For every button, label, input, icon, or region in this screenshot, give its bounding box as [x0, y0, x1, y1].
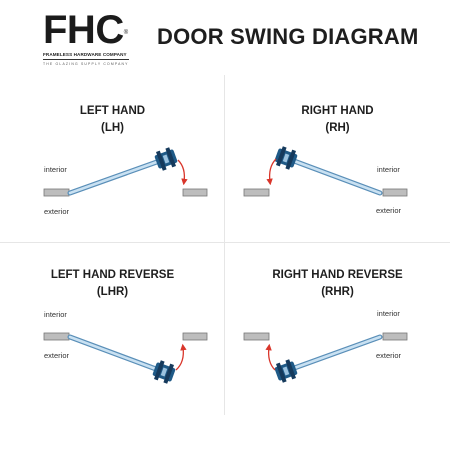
lh-exterior-label: exterior — [44, 207, 70, 216]
logo-subtagline: THE GLAZING SUPPLY COMPANY — [43, 62, 129, 66]
logo-mark: FHC® — [43, 8, 128, 52]
swing-arrow-icon — [265, 343, 276, 371]
horizontal-divider — [0, 242, 450, 243]
lh-interior-label: interior — [44, 165, 67, 174]
fhc-logo: FHC® FRAMELESS HARDWARE COMPANY THE GLAZ… — [43, 10, 143, 66]
wall-jamb-icon — [43, 188, 70, 197]
swing-arrow-icon — [175, 343, 187, 371]
hinge-icon — [274, 359, 298, 383]
lhr-diagram — [43, 332, 208, 384]
wall-jamb-icon — [182, 188, 208, 197]
quadrant-name: LEFT HAND — [79, 105, 146, 117]
rhr-exterior-label: exterior — [376, 351, 402, 360]
logo-tagline: FRAMELESS HARDWARE COMPANY — [43, 52, 127, 57]
lh-diagram — [43, 147, 208, 197]
quadrant-abbr: (LH) — [101, 122, 124, 134]
wall-jamb-icon — [182, 332, 208, 341]
rh-exterior-label: exterior — [376, 206, 402, 215]
quadrant-rh-label: RIGHT HAND (RH) — [225, 103, 450, 137]
swing-arrow-icon — [266, 158, 277, 186]
wall-jamb-icon — [243, 188, 270, 197]
rhr-interior-label: interior — [377, 309, 400, 318]
lhr-exterior-label: exterior — [44, 351, 70, 360]
quadrant-name: LEFT HAND REVERSE — [50, 269, 175, 281]
hinge-icon — [274, 146, 298, 170]
wall-jamb-icon — [43, 332, 70, 341]
logo-divider — [43, 59, 129, 60]
quadrant-name: RIGHT HAND REVERSE — [272, 269, 403, 281]
wall-jamb-icon — [243, 332, 270, 341]
wall-jamb-icon — [382, 188, 408, 197]
quadrant-lhr-label: LEFT HAND REVERSE (LHR) — [0, 267, 225, 301]
wall-jamb-icon — [382, 332, 408, 341]
quadrant-rhr-label: RIGHT HAND REVERSE (RHR) — [225, 267, 450, 301]
quadrant-lh-label: LEFT HAND (LH) — [0, 103, 225, 137]
hinge-icon — [154, 147, 178, 171]
quadrant-abbr: (LHR) — [96, 286, 129, 298]
quadrant-abbr: (RH) — [325, 122, 350, 134]
quadrant-name: RIGHT HAND — [301, 105, 374, 117]
rh-diagram — [243, 146, 408, 197]
rhr-diagram — [243, 332, 408, 383]
page-title: DOOR SWING DIAGRAM — [157, 24, 419, 49]
vertical-divider — [224, 75, 225, 415]
rh-interior-label: interior — [377, 165, 400, 174]
hinge-icon — [152, 360, 176, 384]
quadrant-abbr: (RHR) — [321, 286, 354, 298]
swing-arrow-icon — [177, 159, 188, 186]
lhr-interior-label: interior — [44, 310, 67, 319]
